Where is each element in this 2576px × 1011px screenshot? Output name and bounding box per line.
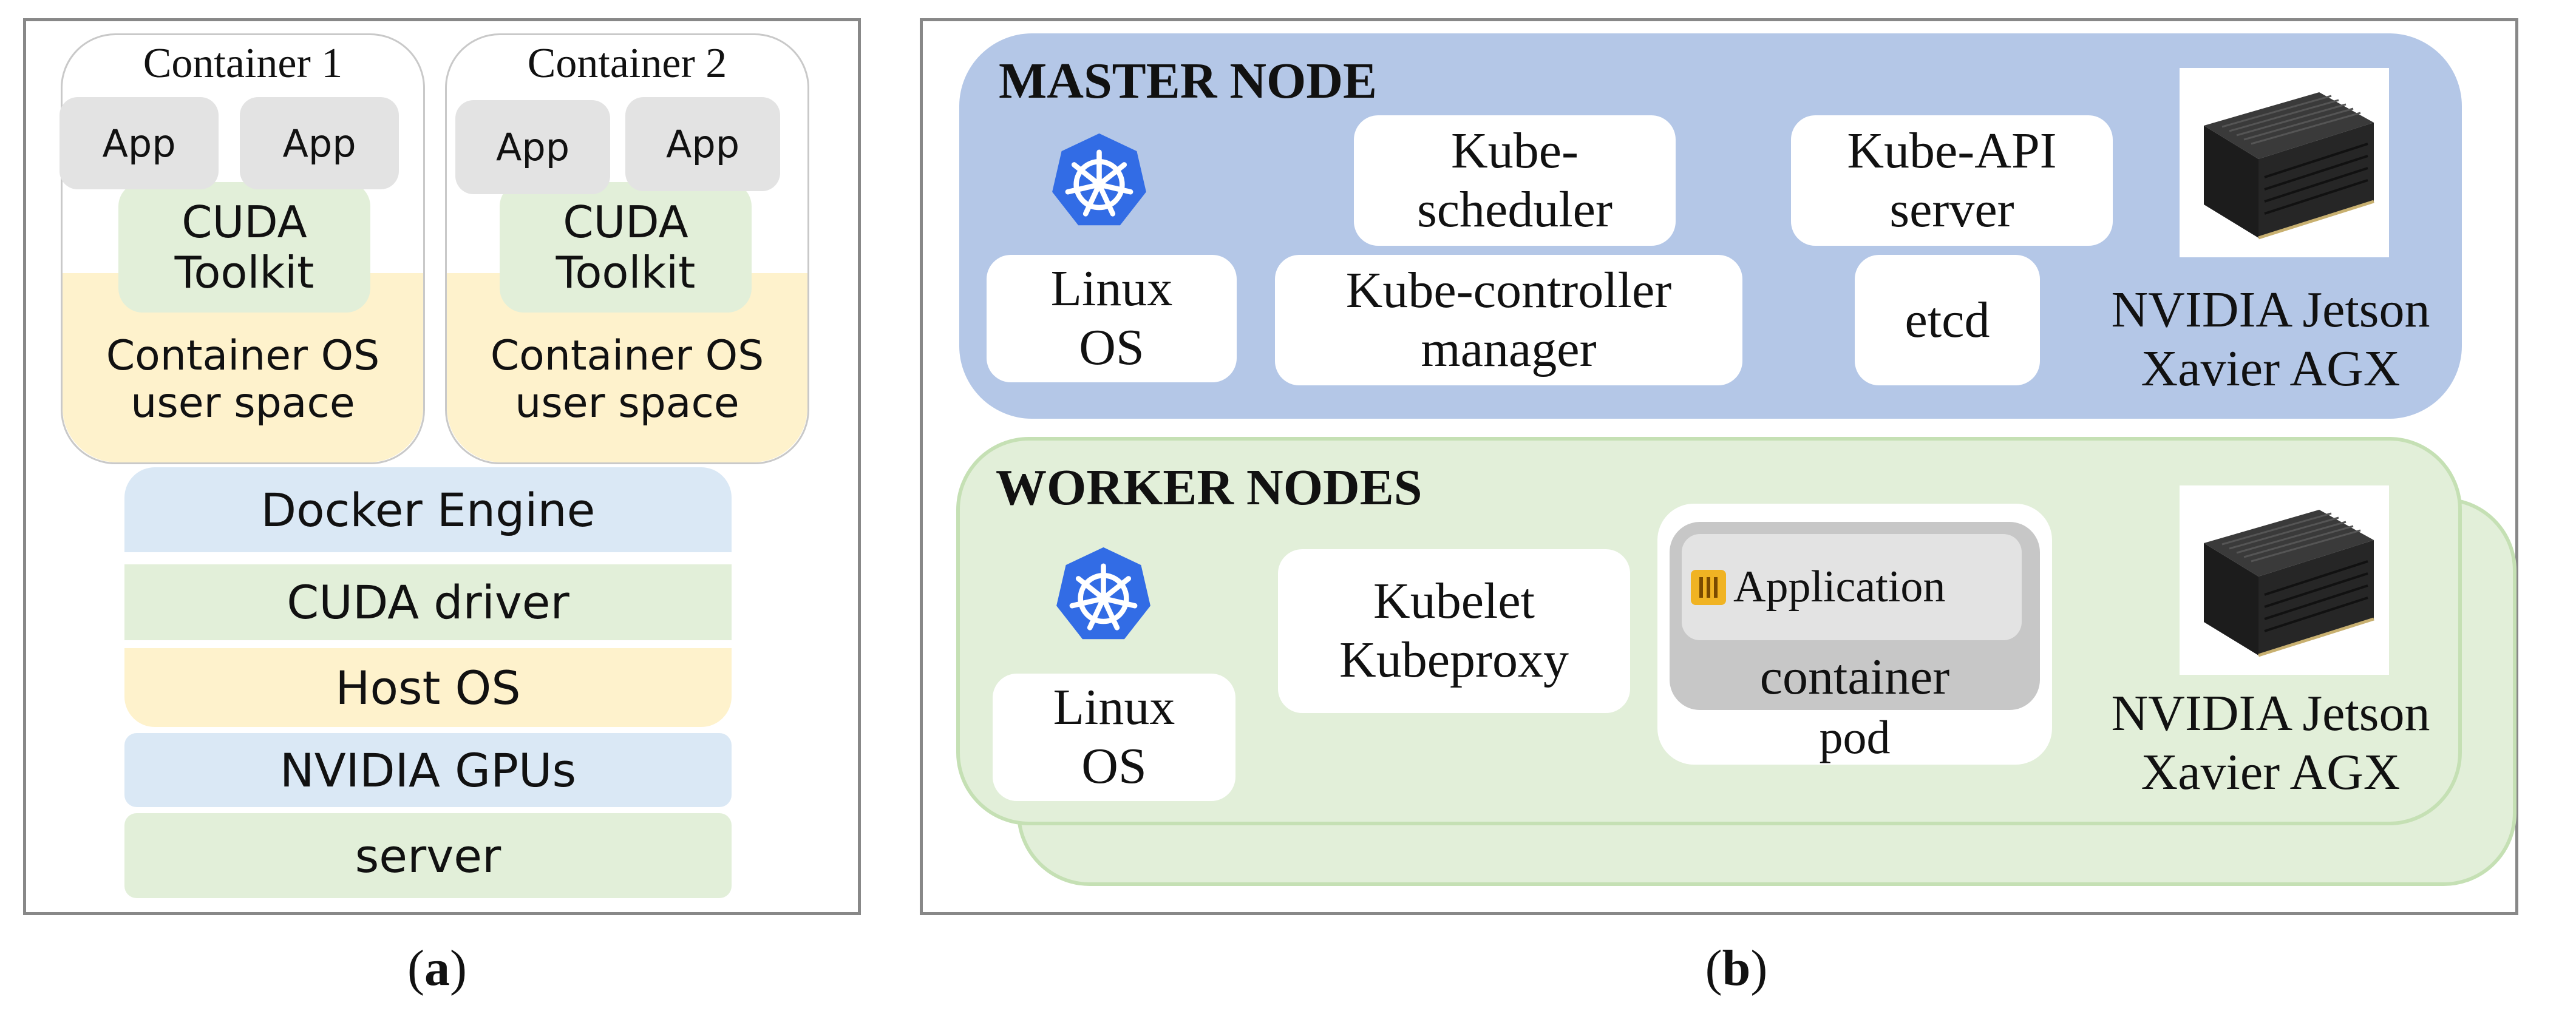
container-2-cuda-toolkit: CUDA Toolkit [500, 182, 752, 313]
kubernetes-icon [1052, 133, 1146, 226]
container-2-os-user-space: Container OS user space [447, 273, 807, 462]
jetson-module-icon [2204, 92, 2374, 240]
worker-jetson-module-icon [2204, 510, 2374, 657]
worker-kubernetes-icon [1056, 547, 1150, 640]
master-jetson-device-image [2180, 68, 2389, 257]
layer-host-os: Host OS [124, 648, 732, 727]
layer-server: server [124, 813, 732, 898]
container-1-app-2: App [240, 97, 399, 189]
worker-linux-os: Linux OS [993, 674, 1235, 801]
layer-cuda-driver: CUDA driver [124, 564, 732, 640]
container-2-app-1: App [455, 100, 610, 194]
container-1-app-1: App [59, 97, 219, 189]
master-device-label: NVIDIA Jetson Xavier AGX [2111, 282, 2430, 397]
master-linux-os: Linux OS [987, 255, 1237, 382]
kube-scheduler: Kube- scheduler [1354, 115, 1676, 246]
kubelet-kubeproxy: Kubelet Kubeproxy [1278, 549, 1630, 713]
container-2-app-2: App [625, 97, 780, 191]
etcd: etcd [1855, 255, 2040, 385]
application-box: Application [1682, 534, 2022, 640]
worker-nodes-title: WORKER NODES [996, 459, 1422, 516]
caption-b-letter: b [1722, 939, 1751, 996]
container-1-cuda-toolkit: CUDA Toolkit [118, 182, 370, 313]
kube-controller-manager: Kube-controller manager [1275, 255, 1742, 385]
master-node-title: MASTER NODE [999, 53, 1378, 109]
caption-b: (b) [1705, 939, 1768, 996]
container-2-title: Container 2 [527, 40, 727, 87]
container-1-title: Container 1 [143, 40, 343, 87]
application-label: Application [1733, 562, 1946, 612]
kube-api-server: Kube-API server [1791, 115, 2113, 246]
pod-label: pod [1819, 711, 1891, 763]
container-image-icon [1691, 569, 1726, 605]
worker-jetson-device-image [2180, 485, 2389, 675]
caption-a-letter: a [424, 939, 450, 996]
container-label: container [1759, 648, 1950, 705]
worker-device-label: NVIDIA Jetson Xavier AGX [2111, 685, 2430, 800]
layer-docker-engine: Docker Engine [124, 467, 732, 552]
caption-a: (a) [407, 939, 467, 996]
layer-nvidia-gpus: NVIDIA GPUs [124, 733, 732, 807]
